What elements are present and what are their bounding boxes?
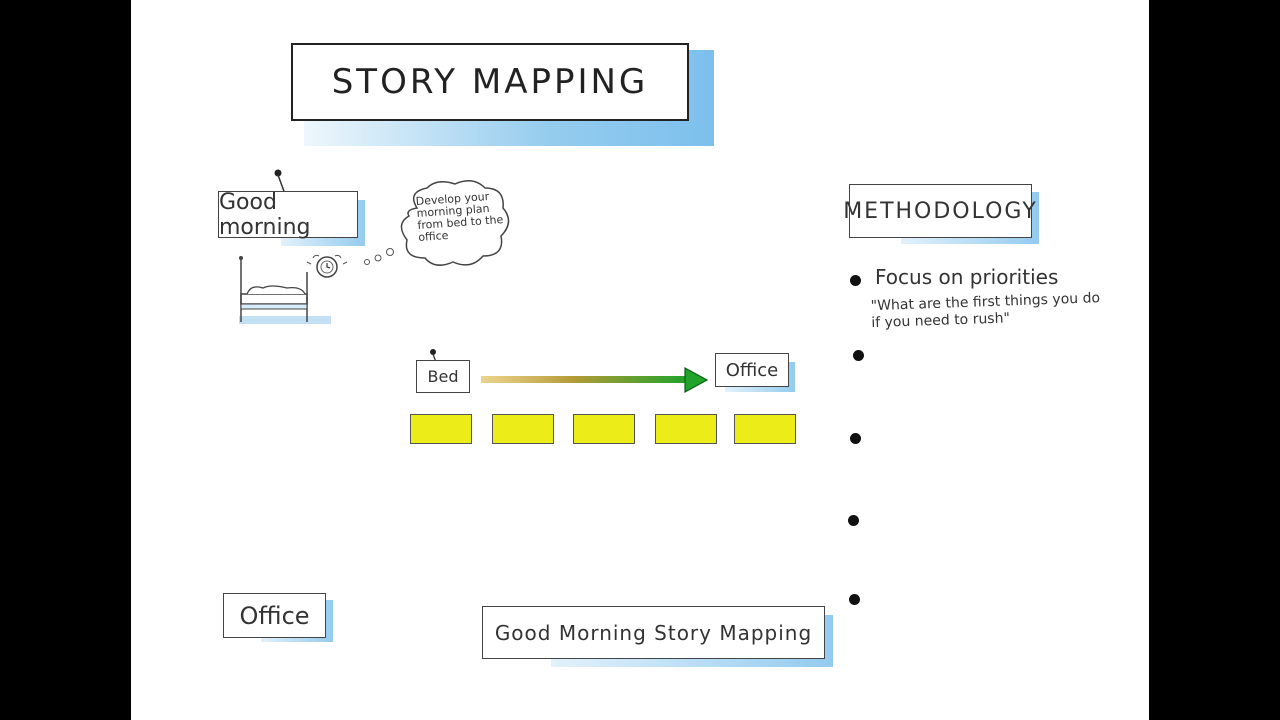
bullet-4 xyxy=(848,515,859,526)
sticky-note xyxy=(573,414,635,444)
thought-bubble-text: Develop your morning plan from bed to th… xyxy=(415,189,504,244)
page-title: STORY MAPPING xyxy=(291,43,689,121)
timeline-end-label: Office xyxy=(715,353,789,387)
bottom-banner: Good Morning Story Mapping xyxy=(482,606,825,659)
bullet-3 xyxy=(850,433,861,444)
pin-icon xyxy=(274,169,286,195)
thought-bubble xyxy=(400,180,510,266)
sticky-note xyxy=(410,414,472,444)
sticky-note xyxy=(655,414,717,444)
whiteboard-canvas: STORY MAPPING Good morning Develop your … xyxy=(131,0,1149,720)
methodology-item-1-quote: "What are the first things you do if you… xyxy=(870,290,1101,332)
bed-icon xyxy=(239,256,331,324)
methodology-heading: METHODOLOGY xyxy=(843,184,1036,238)
office-sign: Office xyxy=(223,593,326,638)
good-morning-sign: Good morning xyxy=(218,190,358,240)
timeline-arrow xyxy=(481,366,709,394)
timeline-start-label: Bed xyxy=(416,360,470,393)
bullet-5 xyxy=(849,594,860,605)
sticky-note xyxy=(734,414,796,444)
thought-dots xyxy=(364,248,394,265)
bullet-2 xyxy=(853,350,864,361)
alarm-clock-icon xyxy=(306,254,348,278)
methodology-item-1: Focus on priorities xyxy=(875,265,1059,289)
bullet-1 xyxy=(850,275,861,286)
sticky-note xyxy=(492,414,554,444)
